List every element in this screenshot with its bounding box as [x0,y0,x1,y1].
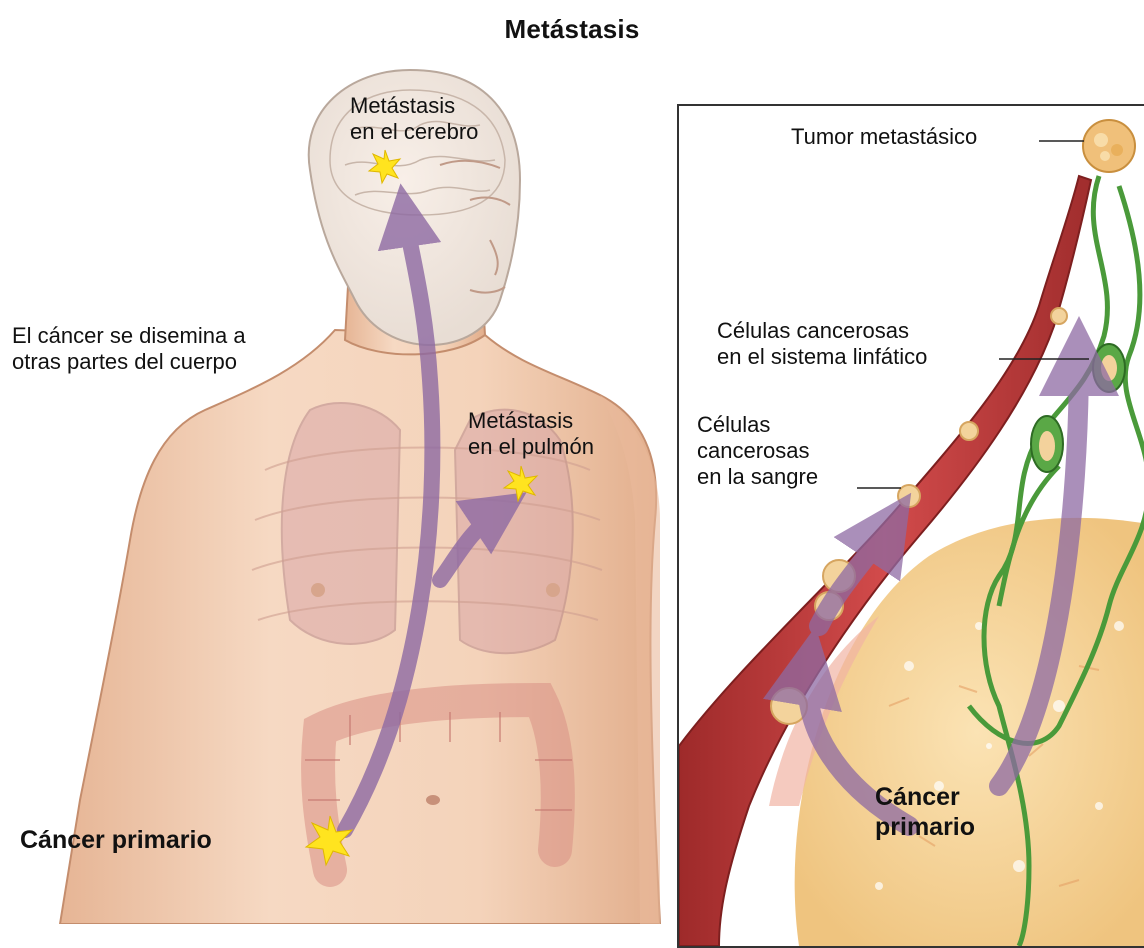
inset-panel: Tumor metastásico Células cancerosas en … [677,104,1144,948]
label-spread-line-2: otras partes del cuerpo [12,349,246,375]
label-brain-line-1: Metástasis [350,93,478,119]
label-lung-line-2: en el pulmón [468,434,594,460]
label-metastatic-tumor: Tumor metastásico [791,124,977,150]
label-blood-line-3: en la sangre [697,464,818,490]
label-inset-primary: Cáncer primario [875,782,975,842]
label-blood-line-2: cancerosas [697,438,818,464]
metastatic-tumor-icon [1083,120,1135,172]
label-inset-primary-line-1: Cáncer [875,782,975,812]
label-inset-primary-line-2: primario [875,812,975,842]
lymph-node-icon [1093,344,1125,392]
label-lymph-line-1: Células cancerosas [717,318,927,344]
label-spread: El cáncer se disemina a otras partes del… [12,323,246,375]
label-primary-cancer: Cáncer primario [20,825,212,855]
label-lymph-cells: Células cancerosas en el sistema linfáti… [717,318,927,370]
lymph-node-icon [1031,416,1063,472]
label-spread-line-1: El cáncer se disemina a [12,323,246,349]
human-figure-illustration [0,0,680,924]
label-lung-line-1: Metástasis [468,408,594,434]
label-lung-metastasis: Metástasis en el pulmón [468,408,594,460]
label-brain-line-2: en el cerebro [350,119,478,145]
label-blood-line-1: Células [697,412,818,438]
label-brain-metastasis: Metástasis en el cerebro [350,93,478,145]
label-lymph-line-2: en el sistema linfático [717,344,927,370]
label-blood-cells: Células cancerosas en la sangre [697,412,818,490]
